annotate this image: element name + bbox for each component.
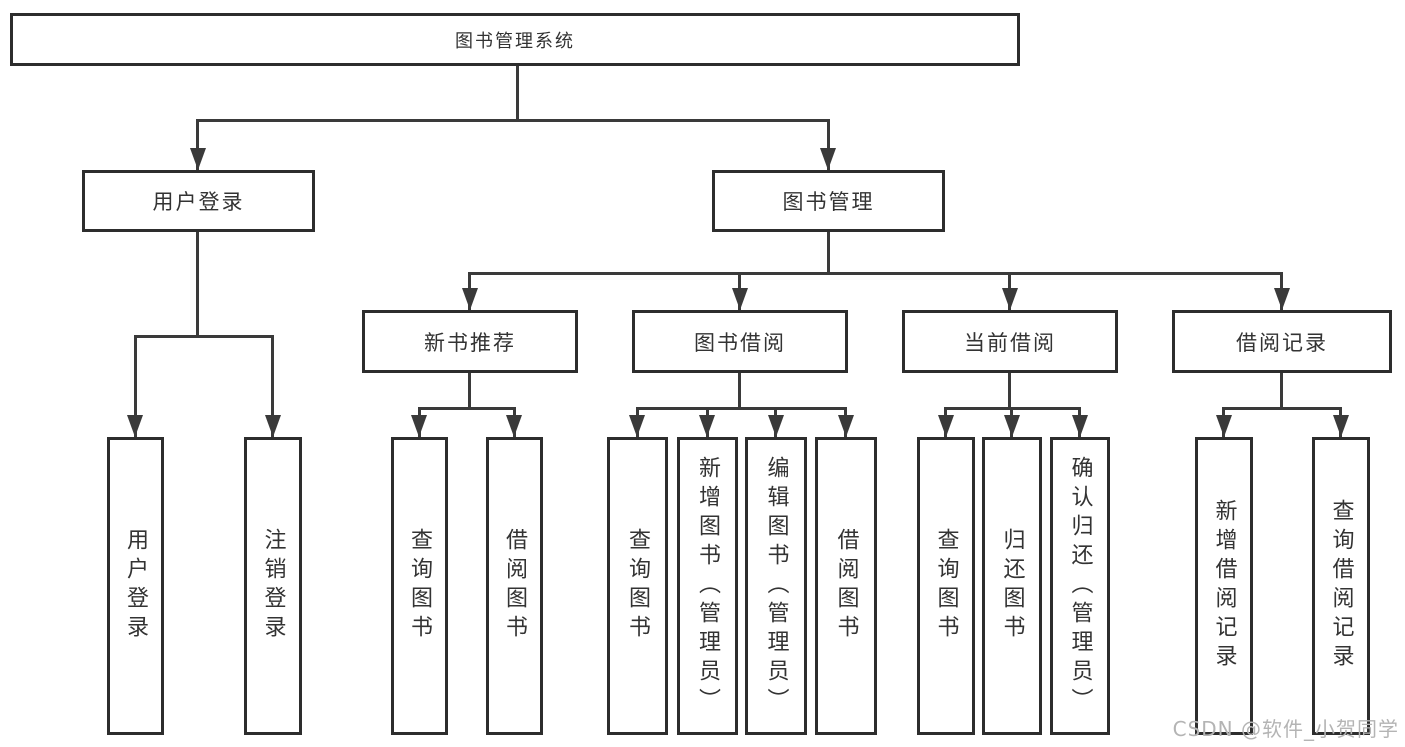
- node-label: 查询图书: [625, 528, 651, 644]
- leaf-add-borrow-record: 新增借阅记录: [1195, 437, 1253, 735]
- leaf-query-books: 查询图书: [917, 437, 975, 735]
- arrow-down-icon: [820, 148, 836, 170]
- connector-user-login-stem: [196, 232, 199, 338]
- arrow-down-icon: [938, 415, 954, 437]
- arrow-down-icon: [1274, 288, 1290, 310]
- arrow-down-icon: [1072, 415, 1088, 437]
- connector-level3-rail: [468, 272, 1283, 275]
- leaf-borrow-books: 借阅图书: [486, 437, 543, 735]
- leaf-query-books: 查询图书: [607, 437, 668, 735]
- leaf-query-borrow-record: 查询借阅记录: [1312, 437, 1370, 735]
- node-label: 图书借阅: [694, 330, 786, 355]
- leaf-return-books: 归还图书: [982, 437, 1042, 735]
- node-library-management-system: 图书管理系统: [10, 13, 1020, 66]
- node-label: 查询图书: [407, 528, 433, 644]
- node-label: 新增图书（管理员）: [695, 455, 721, 717]
- node-label: 用户登录: [123, 528, 149, 644]
- node-new-book-recommend: 新书推荐: [362, 310, 578, 373]
- arrow-down-icon: [768, 415, 784, 437]
- arrow-down-icon: [127, 415, 143, 437]
- node-label: 查询图书: [933, 528, 959, 644]
- node-label: 归还图书: [999, 528, 1025, 644]
- connector-new-books-rail: [418, 407, 516, 410]
- node-label: 借阅图书: [502, 528, 528, 644]
- node-label: 当前借阅: [964, 330, 1056, 355]
- connector-user-login-rail: [134, 335, 274, 338]
- node-book-borrow: 图书借阅: [632, 310, 848, 373]
- node-current-borrow: 当前借阅: [902, 310, 1118, 373]
- node-label: 借阅记录: [1236, 330, 1328, 355]
- connector-borrow-records-stem: [1280, 373, 1283, 410]
- arrow-down-icon: [838, 415, 854, 437]
- arrow-down-icon: [699, 415, 715, 437]
- arrow-down-icon: [411, 415, 427, 437]
- connector-drop-book-management: [827, 119, 830, 170]
- arrow-down-icon: [506, 415, 522, 437]
- leaf-add-books-admin: 新增图书（管理员）: [677, 437, 738, 735]
- arrow-down-icon: [265, 415, 281, 437]
- node-label: 查询借阅记录: [1328, 499, 1354, 673]
- node-label: 编辑图书（管理员）: [763, 455, 789, 717]
- node-label: 注销登录: [260, 528, 286, 644]
- connector-drop-leaf-logout: [271, 335, 274, 437]
- leaf-query-books: 查询图书: [391, 437, 448, 735]
- connector-level2-rail: [196, 119, 830, 122]
- leaf-logout: 注销登录: [244, 437, 302, 735]
- arrow-down-icon: [1216, 415, 1232, 437]
- connector-current-borrow-stem: [1008, 373, 1011, 410]
- node-label: 新书推荐: [424, 330, 516, 355]
- arrow-down-icon: [462, 288, 478, 310]
- leaf-borrow-books: 借阅图书: [815, 437, 877, 735]
- connector-book-borrow-rail: [636, 407, 847, 410]
- node-label: 图书管理系统: [455, 30, 575, 52]
- arrow-down-icon: [732, 288, 748, 310]
- arrow-down-icon: [1333, 415, 1349, 437]
- node-user-login: 用户登录: [82, 170, 315, 232]
- node-label: 用户登录: [152, 190, 245, 214]
- connector-drop-user-login: [196, 119, 199, 170]
- node-book-management: 图书管理: [712, 170, 945, 232]
- arrow-down-icon: [1002, 288, 1018, 310]
- connector-borrow-records-rail: [1222, 407, 1342, 410]
- csdn-watermark: CSDN @软件_小贺同学: [1172, 717, 1399, 741]
- connector-book-management-stem: [827, 232, 830, 275]
- arrow-down-icon: [629, 415, 645, 437]
- node-label: 确认归还（管理员）: [1067, 455, 1093, 717]
- node-label: 图书管理: [782, 190, 875, 214]
- arrow-down-icon: [1004, 415, 1020, 437]
- connector-drop-leaf-login: [134, 335, 137, 437]
- connector-new-books-stem: [468, 373, 471, 410]
- connector-book-borrow-stem: [738, 373, 741, 410]
- connector-root-stem: [516, 66, 519, 122]
- node-label: 新增借阅记录: [1211, 499, 1237, 673]
- arrow-down-icon: [190, 148, 206, 170]
- node-borrow-records: 借阅记录: [1172, 310, 1392, 373]
- leaf-confirm-return-admin: 确认归还（管理员）: [1050, 437, 1110, 735]
- leaf-user-login: 用户登录: [107, 437, 164, 735]
- leaf-edit-books-admin: 编辑图书（管理员）: [745, 437, 807, 735]
- node-label: 借阅图书: [833, 528, 859, 644]
